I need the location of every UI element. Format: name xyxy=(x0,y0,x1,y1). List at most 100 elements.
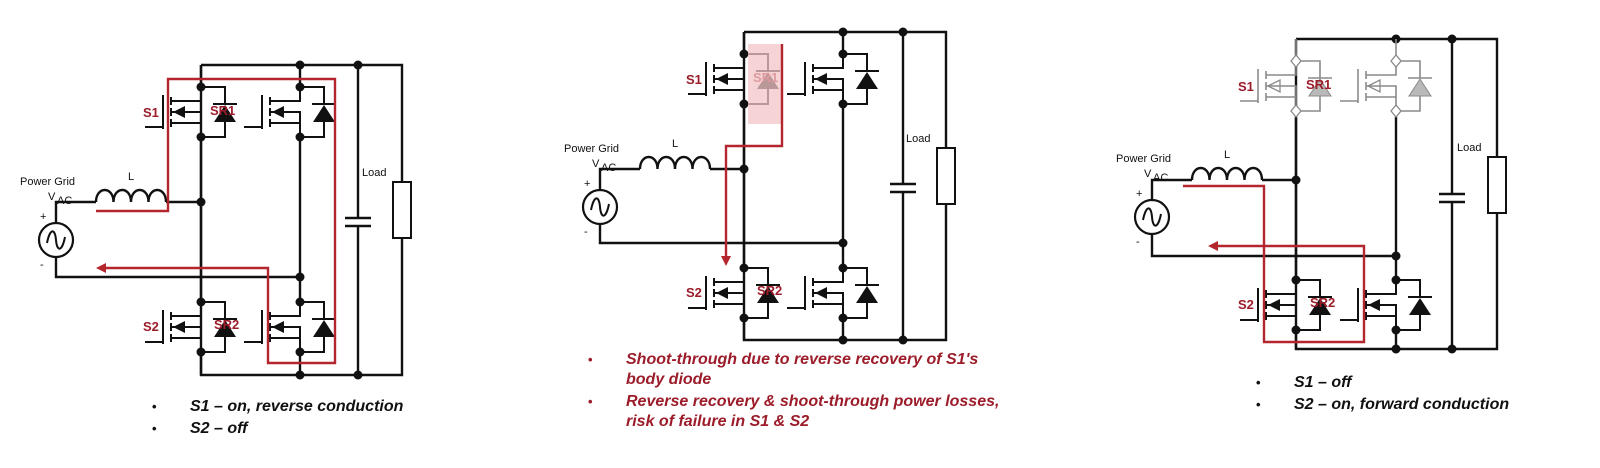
drain-node xyxy=(1290,53,1302,69)
body-arrow xyxy=(716,73,728,85)
switch-label-s2: S2 xyxy=(143,319,159,334)
diode-bottom-lead xyxy=(201,120,226,138)
load-resistor xyxy=(392,181,412,239)
body-arrow xyxy=(716,287,728,299)
load-resistor xyxy=(1487,156,1507,214)
mosfet-sr2 xyxy=(244,297,336,357)
source-lead xyxy=(714,303,745,318)
diode-triangle xyxy=(1309,298,1331,315)
source-lead xyxy=(171,337,202,352)
diode-bottom-lead xyxy=(843,87,868,105)
body-lead xyxy=(1266,85,1297,97)
switch-label-s1: S1 xyxy=(686,72,702,87)
inductor-coil xyxy=(1190,166,1264,181)
drain-node xyxy=(838,263,848,273)
wire-source-bottom xyxy=(598,224,843,245)
drain-node xyxy=(1390,53,1402,69)
diode-top-lead xyxy=(843,53,868,71)
drain-node xyxy=(838,49,848,59)
mosfet-sr1 xyxy=(787,49,879,109)
mosfet-s1 xyxy=(145,82,237,142)
diode-triangle xyxy=(313,320,335,337)
body-lead xyxy=(1366,304,1397,316)
minus-sign: - xyxy=(40,259,44,271)
inductor-label: L xyxy=(1224,149,1230,161)
switch-label-sr1: SR1 xyxy=(1306,77,1331,92)
source-node xyxy=(1291,325,1301,335)
diode-top-lead xyxy=(1396,60,1421,78)
source-node xyxy=(739,313,749,323)
diode-top-lead xyxy=(744,267,769,285)
source-lead xyxy=(270,337,301,352)
diode-top-lead xyxy=(1396,279,1421,297)
source-node xyxy=(196,132,206,142)
source-node xyxy=(196,347,206,357)
midpoint-node xyxy=(1291,175,1301,185)
diode-top-lead xyxy=(300,301,325,319)
load-label: Load xyxy=(362,167,386,179)
inductor-coil xyxy=(94,188,168,203)
drain-node xyxy=(1291,275,1301,285)
source-lead xyxy=(813,89,844,104)
plus-sign: + xyxy=(1136,188,1142,200)
source-node xyxy=(1390,103,1402,119)
sine-wave-icon xyxy=(46,230,66,250)
load-label: Load xyxy=(906,133,930,145)
drain-lead xyxy=(171,302,202,317)
switch-label-sr1: SR1 xyxy=(210,103,235,118)
diode-triangle xyxy=(856,72,878,89)
source-lead xyxy=(1366,315,1397,330)
inductor-coil xyxy=(638,155,712,170)
panel-3-note: S2 – on, forward conduction xyxy=(1256,394,1509,416)
mosfet-sr2 xyxy=(1340,275,1432,335)
body-arrow xyxy=(1266,78,1281,94)
load-label: Load xyxy=(1457,142,1481,154)
midpoint-node xyxy=(838,238,848,248)
minus-sign: - xyxy=(1136,236,1140,248)
wire-source-top xyxy=(598,167,640,190)
load-resistor xyxy=(936,147,956,205)
body-arrow xyxy=(1366,78,1381,94)
drain-lead xyxy=(714,54,745,69)
source-lead xyxy=(1266,96,1297,111)
drain-node xyxy=(295,297,305,307)
wire-source-bottom xyxy=(1150,234,1396,258)
midpoint-node xyxy=(1391,251,1401,261)
diode-triangle xyxy=(214,320,236,337)
diode-top-lead xyxy=(1296,60,1321,78)
junction-dot xyxy=(898,335,908,345)
minus-sign: - xyxy=(584,226,588,238)
switch-label-sr2: SR2 xyxy=(1310,295,1335,310)
body-lead xyxy=(1266,304,1297,316)
drain-node xyxy=(739,263,749,273)
diode-triangle xyxy=(214,105,236,122)
switch-label-s1: S1 xyxy=(1238,79,1254,94)
source-voltage-subscript: AC xyxy=(601,162,616,174)
mosfet-sr1 xyxy=(244,82,336,142)
drain-lead xyxy=(1366,61,1397,76)
panel-3-notes: S1 – off S2 – on, forward conduction xyxy=(1256,372,1509,416)
drain-lead xyxy=(270,302,301,317)
midpoint-node xyxy=(739,164,749,174)
mosfet-s1 xyxy=(1240,53,1332,119)
source-lead xyxy=(270,122,301,137)
sine-wave-icon xyxy=(590,197,610,217)
source-node xyxy=(295,347,305,357)
drain-lead xyxy=(1266,61,1297,76)
source-lead xyxy=(813,303,844,318)
reverse-recovery-highlight xyxy=(748,44,782,124)
switch-label-s2: S2 xyxy=(1238,297,1254,312)
diode-bottom-lead xyxy=(1296,313,1321,331)
midpoint-node xyxy=(295,272,305,282)
panel-1-notes: S1 – on, reverse conduction S2 – off xyxy=(152,396,403,440)
diode-triangle xyxy=(313,105,335,122)
source-voltage-subscript: AC xyxy=(1153,172,1168,184)
diode-triangle xyxy=(856,286,878,303)
midpoint-node xyxy=(196,197,206,207)
junction-dot xyxy=(353,60,363,70)
drain-node xyxy=(739,49,749,59)
body-lead xyxy=(714,78,745,90)
diode-triangle xyxy=(1308,78,1332,97)
panel-1-note: S1 – on, reverse conduction xyxy=(152,396,403,418)
